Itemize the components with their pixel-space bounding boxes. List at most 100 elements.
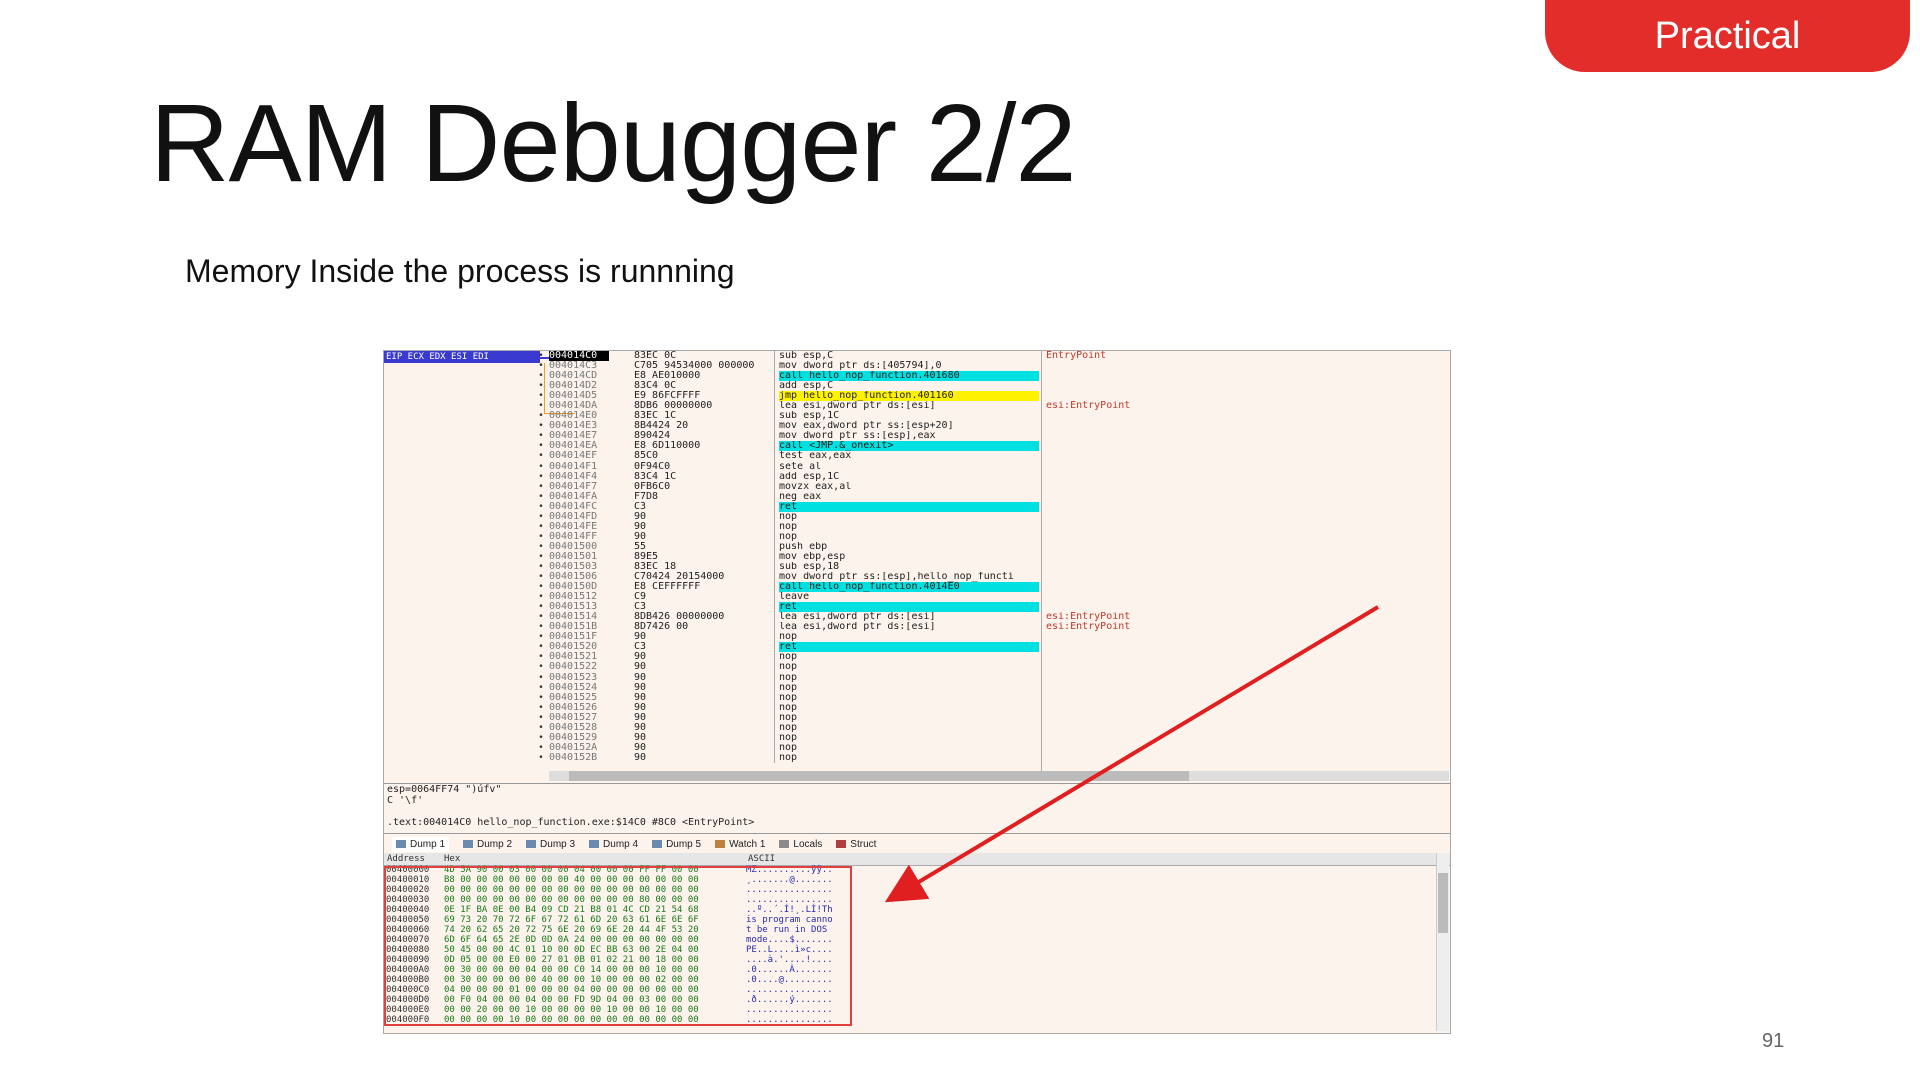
tab-dump-5[interactable]: Dump 5 — [652, 839, 701, 850]
breakpoint-dot[interactable]: • — [538, 752, 544, 763]
breakpoint-dot[interactable]: • — [538, 551, 544, 562]
breakpoint-dot[interactable]: • — [538, 431, 544, 442]
disasm-bytes: 90 — [634, 742, 647, 753]
tab-dump-1[interactable]: Dump 1 — [392, 836, 450, 852]
breakpoint-dot[interactable]: • — [538, 582, 544, 593]
disasm-dis: sub esp,C — [779, 351, 834, 361]
scrollbar-thumb[interactable] — [569, 771, 1189, 781]
tab-label: Dump 4 — [603, 838, 639, 850]
breakpoint-dot[interactable]: • — [538, 682, 544, 693]
breakpoint-dot[interactable]: • — [538, 692, 544, 703]
breakpoint-dot[interactable]: • — [538, 441, 544, 452]
dump-highlight-box — [384, 866, 852, 1026]
breakpoint-dot[interactable]: • — [538, 411, 544, 422]
breakpoint-dot[interactable]: • — [538, 632, 544, 643]
breakpoint-dot[interactable]: • — [538, 662, 544, 673]
breakpoint-dot[interactable]: • — [538, 381, 544, 392]
breakpoint-dot[interactable]: • — [538, 481, 544, 492]
disasm-bytes: 90 — [634, 702, 647, 713]
breakpoint-dot[interactable]: • — [538, 732, 544, 743]
vertical-scrollbar[interactable] — [1436, 853, 1449, 1031]
breakpoint-dot[interactable]: • — [538, 572, 544, 583]
dump-hex: 0D 05 00 00 E0 00 27 01 0B 01 02 21 00 1… — [444, 955, 699, 965]
breakpoint-dot[interactable]: • — [538, 541, 544, 552]
breakpoint-dot[interactable]: • — [538, 702, 544, 713]
tab-dump-4[interactable]: Dump 4 — [589, 839, 638, 850]
dump-hex: 4D 5A 90 00 03 00 00 00 04 00 00 00 FF F… — [444, 865, 699, 875]
breakpoint-dot[interactable]: • — [538, 592, 544, 603]
disasm-dis: sub esp,18 — [779, 561, 840, 572]
dump-hex: B8 00 00 00 00 00 00 00 40 00 00 00 00 0… — [444, 875, 699, 885]
breakpoint-dot[interactable]: • — [538, 612, 544, 623]
disasm-bytes: 90 — [634, 732, 647, 743]
disasm-bytes: 90 — [634, 752, 647, 763]
breakpoint-dot[interactable]: • — [538, 531, 544, 542]
disasm-addr: 004014EA — [549, 441, 598, 452]
breakpoint-dot[interactable]: • — [538, 712, 544, 723]
breakpoint-dot[interactable]: • — [538, 451, 544, 462]
disasm-bytes: C3 — [634, 501, 647, 512]
breakpoint-dot[interactable]: • — [538, 622, 544, 633]
breakpoint-dot[interactable]: • — [538, 722, 544, 733]
breakpoint-column[interactable]: ••••••••••••••••••••••••••••••••••••••••… — [536, 351, 546, 771]
horizontal-scrollbar[interactable] — [549, 771, 1449, 781]
breakpoint-dot[interactable]: • — [538, 501, 544, 512]
breakpoint-dot[interactable]: • — [538, 401, 544, 412]
tab-label: Watch 1 — [729, 838, 766, 850]
tab-dump-2[interactable]: Dump 2 — [463, 839, 512, 850]
breakpoint-dot[interactable]: • — [538, 521, 544, 532]
breakpoint-dot[interactable]: • — [538, 361, 544, 372]
tab-struct[interactable]: Struct — [836, 839, 876, 850]
tab-dump-3[interactable]: Dump 3 — [526, 839, 575, 850]
disasm-bytes: 890424 — [634, 431, 671, 442]
breakpoint-dot[interactable]: • — [538, 742, 544, 753]
breakpoint-dot[interactable]: • — [538, 561, 544, 572]
scrollbar-thumb[interactable] — [1438, 873, 1448, 933]
breakpoint-dot[interactable]: • — [538, 602, 544, 613]
disasm-addr: 004014F4 — [549, 471, 598, 482]
breakpoint-dot[interactable]: • — [538, 491, 544, 502]
disasm-bytes: F7D8 — [634, 491, 659, 502]
disasm-dis: nop — [779, 662, 798, 673]
disasm-addr: 004014DA — [549, 401, 598, 412]
breakpoint-dot[interactable]: • — [538, 672, 544, 683]
tab-locals[interactable]: Locals — [779, 839, 822, 850]
breakpoint-dot[interactable]: • — [538, 421, 544, 432]
disasm-dis: push ebp — [779, 541, 828, 552]
dump-ascii: t be run in DOS — [746, 925, 828, 935]
disasm-addr: 004014EF — [549, 451, 598, 462]
breakpoint-dot[interactable]: • — [538, 511, 544, 522]
dump-address: 00400080 — [386, 945, 430, 955]
breakpoint-dot[interactable]: • — [538, 371, 544, 382]
dump-tabs: Dump 1 Dump 2 Dump 3 Dump 4 Dump 5 Watch… — [384, 833, 1450, 854]
breakpoint-dot[interactable]: • — [538, 642, 544, 653]
breakpoint-dot[interactable]: • — [538, 471, 544, 482]
breakpoint-dot[interactable]: • — [538, 461, 544, 472]
breakpoint-dot[interactable]: • — [538, 391, 544, 402]
breakpoint-dot[interactable]: • — [538, 652, 544, 663]
info-line: C '\f' — [387, 795, 424, 806]
disasm-bytes: 90 — [634, 662, 647, 673]
memory-icon — [463, 840, 474, 848]
breakpoint-dot[interactable]: • — [538, 351, 544, 361]
disasm-addr: 004014E0 — [549, 411, 598, 422]
tab-watch-1[interactable]: Watch 1 — [715, 839, 765, 850]
